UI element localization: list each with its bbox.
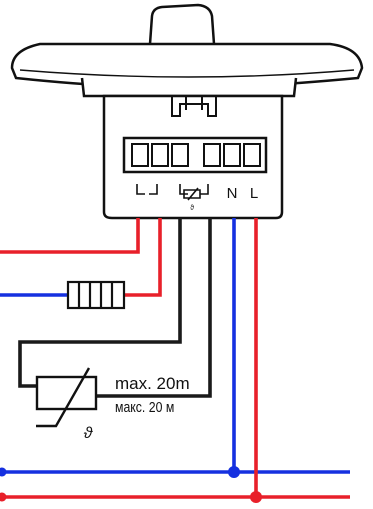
sensor-terminal-symbol [179,184,209,201]
terminal-theta-label: ϑ [190,205,194,212]
terminal-2 [151,143,169,167]
wire-heater-red [124,218,162,297]
control-knob [148,3,216,45]
heating-element [66,280,126,310]
max-length-label-ru: макс. 20 м [115,399,174,415]
wire-sensor-black-2 [96,218,212,398]
housing-lid-edge [19,69,355,78]
live-junction-dot [250,491,262,503]
load-contact-symbol [136,184,158,195]
terminal-3 [171,143,189,167]
terminal-label-l: L [250,185,258,202]
sensor-theta-label: ϑ [84,425,94,442]
mounting-plate [80,77,298,98]
max-length-label-en: max. 20m [115,374,190,393]
thermistor-body [35,375,98,411]
terminal-symbols [136,184,209,201]
thermostat-housing [10,3,364,220]
terminal-label-n: N [227,185,238,202]
thermistor-sensor [35,367,98,428]
terminal-1 [131,143,149,167]
wire-sensor-black-1 [18,218,182,388]
thermistor-slash [36,367,91,428]
heater-body [66,280,126,310]
terminal-5 [223,143,241,167]
neutral-left-dot [0,467,7,477]
terminal-4 [203,143,221,167]
latch [171,96,217,117]
wire-load-supply-red [0,218,140,254]
terminal-6 [243,143,261,167]
neutral-junction-dot [228,466,240,478]
wires [0,218,350,499]
live-left-dot [0,492,7,502]
